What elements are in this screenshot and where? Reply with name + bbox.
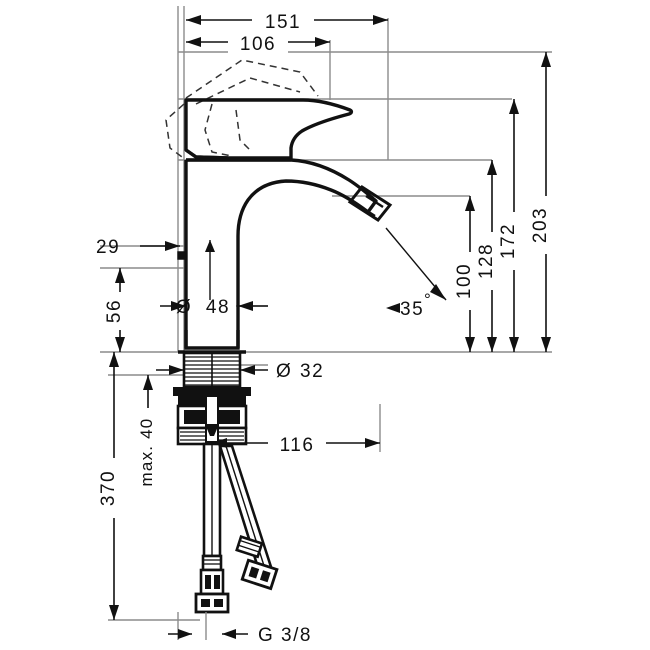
arrow-down-icon [509,337,519,352]
arrow-up-icon [509,99,519,114]
dimension-label-48: 48 [206,297,230,318]
dimension-label-116: 116 [280,435,315,456]
dimension-label-203: 203 [530,207,551,243]
arrow-right-icon [373,15,388,25]
dia-symbol-48: Ø [176,297,192,318]
spout-outline [186,158,378,348]
dimension-label-56: 56 [104,299,125,323]
dimension-100: 100 [454,196,482,352]
mounting-nut [176,395,248,446]
arrow-left-icon [222,629,236,639]
arrow-leader-icon [430,284,446,300]
dimension-label-151: 151 [265,12,301,33]
arrow-right-icon [171,301,186,311]
dimension-370: 370 [98,352,126,620]
dimension-label-370: 370 [98,470,119,506]
dimension-max-40: max. 40 [136,375,162,494]
dimension-label-128: 128 [476,243,497,279]
arrow-up-icon [115,268,125,283]
arrow-right-icon [315,37,330,47]
body-flare [184,330,240,350]
dimension-label-106: 106 [240,34,276,55]
faucet-drawing [165,59,393,614]
dimension-116: 116 [212,431,380,456]
dimension-dia-32: Ø 32 [156,361,324,382]
dimension-dia-48: Ø 48 [160,240,268,318]
dimension-203: 203 [530,52,558,352]
dimension-label-35: 35 [400,299,424,320]
arrow-left-icon [240,365,255,375]
dimension-56: 56 [104,268,132,352]
dimension-label-172: 172 [498,223,519,259]
aerator [347,185,393,222]
arrow-left-icon [186,37,201,47]
arrow-down-icon [109,605,119,620]
arrow-right-icon [365,438,380,448]
arrow-up-icon [143,375,153,390]
dimension-151: 151 [186,8,388,33]
thread-label-g38: G 3/8 [258,625,312,646]
dimension-label-max-40: max. 40 [137,418,156,487]
threaded-shank [182,351,242,389]
side-lug [177,251,187,260]
lever-handle [184,98,354,160]
dimension-label-29: 29 [96,237,120,258]
arrow-up-icon [109,352,119,367]
dimension-label-32: 32 [300,361,324,382]
arrow-left-icon [212,438,227,448]
arrow-right-icon [169,365,184,375]
dia-symbol-32: Ø [276,361,292,382]
dimension-172: 172 [498,99,526,352]
arrow-left-icon [238,301,253,311]
dimension-128: 128 [476,160,504,352]
arrow-right-icon [386,303,400,313]
supply-tubes [194,442,279,614]
arrow-down-icon [487,337,497,352]
dimension-106: 106 [186,30,330,55]
arrow-up-icon [541,52,551,67]
dimension-label-100: 100 [454,263,475,299]
arrow-up-icon [465,196,475,211]
lever-underside [185,148,229,160]
arrow-right-icon [178,629,192,639]
arrow-down-icon [465,337,475,352]
dimension-angle-35: 35 ° [385,227,447,320]
arrow-down-icon [115,337,125,352]
arrow-right-icon [165,241,180,251]
mounting-washer [173,387,251,396]
arrow-up-icon [205,240,215,252]
lever-hidden-position [165,59,319,161]
arrow-left-icon [186,15,201,25]
arrow-down-icon [541,337,551,352]
dimension-thread-g38: G 3/8 [168,612,312,646]
arrow-up-icon [487,160,497,175]
dimension-29: 29 [96,237,180,258]
extension-lines [100,6,552,621]
degree-symbol: ° [424,290,432,309]
